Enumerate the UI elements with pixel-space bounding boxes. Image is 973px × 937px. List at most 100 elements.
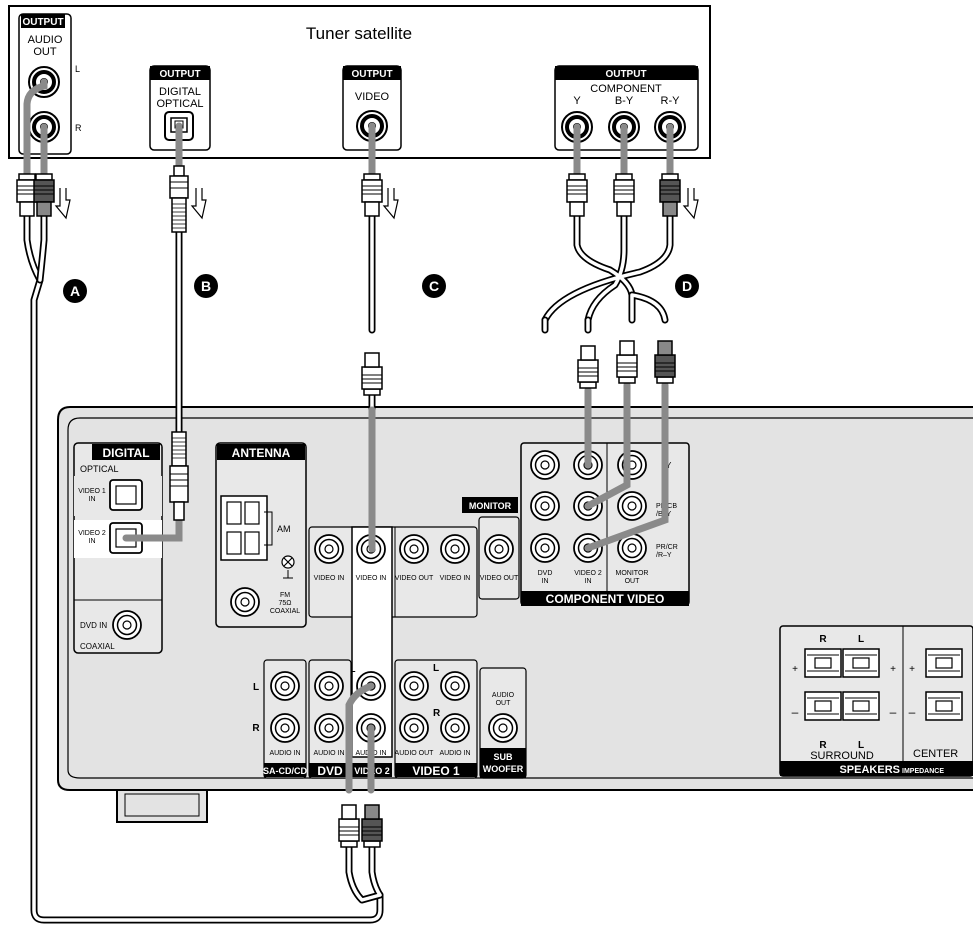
surround-l-top-label: L bbox=[858, 634, 864, 645]
comp-monitor-y-jack[interactable] bbox=[617, 450, 647, 480]
receiver-digital-section: DIGITAL OPTICAL VIDEO 1 IN VIDEO 2 IN DV… bbox=[73, 442, 163, 654]
tuner-title: Tuner satellite bbox=[306, 24, 412, 43]
video1-optical-in-jack[interactable] bbox=[109, 479, 143, 511]
surround-r-minus-terminal[interactable] bbox=[804, 691, 842, 721]
digital-optical-line2: OPTICAL bbox=[156, 98, 203, 110]
video1-audio-in-l-jack[interactable] bbox=[440, 671, 470, 701]
sacd-audio-r-jack[interactable] bbox=[270, 713, 300, 743]
surround-r-plus-terminal[interactable] bbox=[804, 648, 842, 678]
fm-antenna-jack[interactable] bbox=[230, 587, 260, 617]
surround-r-bottom-label: R bbox=[819, 740, 827, 751]
monitor-video-out-jack[interactable] bbox=[484, 534, 514, 564]
comp-monitor-out-label: MONITOR bbox=[616, 570, 649, 577]
callout-c-label: C bbox=[429, 278, 439, 294]
sub-label: SUB bbox=[493, 752, 513, 762]
dvd-video-in-jack[interactable] bbox=[314, 534, 344, 564]
center-minus: – bbox=[909, 705, 916, 719]
cable-a-audio bbox=[23, 78, 384, 924]
comp-dvd-in-label: DVD bbox=[538, 570, 553, 577]
video1-video-out-jack[interactable] bbox=[399, 534, 429, 564]
comp-pr-label: PR/CR bbox=[656, 544, 678, 551]
dvd-audio-in-label: AUDIO IN bbox=[313, 750, 344, 757]
sacd-audio-in-label: AUDIO IN bbox=[269, 750, 300, 757]
video1-r-label: R bbox=[433, 708, 441, 719]
video1-video-in-jack[interactable] bbox=[440, 534, 470, 564]
center-minus-terminal[interactable] bbox=[925, 691, 963, 721]
callout-b-label: B bbox=[201, 278, 211, 294]
audio-out-line2: OUT bbox=[33, 46, 57, 58]
callout-b: B bbox=[194, 274, 218, 298]
audio-out-line1: AUDIO bbox=[28, 34, 63, 46]
cable-c-tuner-plug bbox=[361, 173, 383, 217]
fm-label: FM bbox=[280, 592, 290, 599]
sacd-section-label: SA-CD/CD bbox=[263, 766, 307, 776]
comp-video2-in-label2: IN bbox=[585, 578, 592, 585]
video1-audio-in-label: AUDIO IN bbox=[439, 750, 470, 757]
sub-audio-label: AUDIO bbox=[492, 692, 515, 699]
ground-screw-icon bbox=[281, 555, 295, 579]
surround-plus-left: + bbox=[792, 664, 798, 675]
receiver-antenna-section: ANTENNA AM FM 75Ω COAXIAL bbox=[215, 442, 307, 628]
subwoofer-out-jack[interactable] bbox=[488, 713, 518, 743]
dvd-video-in-label: VIDEO IN bbox=[314, 575, 345, 582]
component-title: COMPONENT bbox=[590, 83, 662, 95]
component-output-label: OUTPUT bbox=[605, 69, 646, 80]
audio-output-label: OUTPUT bbox=[22, 17, 63, 28]
cable-b-arrow bbox=[191, 187, 207, 219]
receiver-component-video-section: COMPONENT VIDEO Y PB/CB /B–Y PR/CR /R–Y … bbox=[520, 442, 690, 606]
comp-dvd-pb-jack[interactable] bbox=[530, 491, 560, 521]
dvd-audio-r-jack[interactable] bbox=[314, 713, 344, 743]
center-label: CENTER bbox=[913, 748, 958, 760]
video2-in-line2: IN bbox=[89, 538, 96, 545]
video1-audio-out-label: AUDIO OUT bbox=[395, 750, 435, 757]
callout-c: C bbox=[422, 274, 446, 298]
sacd-audio-l-jack[interactable] bbox=[270, 671, 300, 701]
video1-audio-in-r-jack[interactable] bbox=[440, 713, 470, 743]
surround-l-plus-terminal[interactable] bbox=[842, 648, 880, 678]
surround-plus-right: + bbox=[890, 664, 896, 675]
comp-monitor-out-label2: OUT bbox=[625, 578, 641, 585]
surround-label: SURROUND bbox=[810, 750, 874, 762]
tuner-l-label: L bbox=[75, 64, 80, 74]
comp-y-label: Y bbox=[666, 461, 672, 470]
video1-audio-out-l-jack[interactable] bbox=[399, 671, 429, 701]
cable-a-receiver-r-plug bbox=[361, 804, 383, 848]
component-y-label: Y bbox=[573, 95, 581, 107]
dvd-audio-l-jack[interactable] bbox=[314, 671, 344, 701]
dvd-coaxial-in-jack[interactable] bbox=[112, 610, 142, 640]
cable-c-arrow bbox=[383, 187, 399, 219]
video2-l-label: L bbox=[350, 664, 356, 674]
video1-in-line1: VIDEO 1 bbox=[78, 488, 106, 495]
callout-a-label: A bbox=[70, 283, 80, 299]
comp-monitor-pb-jack[interactable] bbox=[617, 491, 647, 521]
tuner-video-group: OUTPUT VIDEO bbox=[342, 65, 402, 151]
video1-audio-out-r-jack[interactable] bbox=[399, 713, 429, 743]
fm-coaxial-label: COAXIAL bbox=[270, 608, 300, 615]
surround-l-minus-terminal[interactable] bbox=[842, 691, 880, 721]
cable-d-receiver-by-plug bbox=[616, 340, 638, 384]
center-plus: + bbox=[909, 664, 915, 675]
antenna-title: ANTENNA bbox=[232, 446, 291, 460]
cable-a-tuner-r-plug bbox=[33, 173, 55, 217]
cable-d-component bbox=[541, 123, 674, 552]
fm-ohm-label: 75Ω bbox=[278, 600, 291, 607]
cable-b-receiver-plug bbox=[169, 431, 189, 521]
monitor-video-out-label: VIDEO OUT bbox=[480, 575, 519, 582]
coaxial-label: COAXIAL bbox=[80, 642, 115, 651]
audio-l-row-label: L bbox=[253, 682, 259, 693]
dvd-in-coax-label: DVD IN bbox=[80, 621, 107, 630]
comp-dvd-pr-jack[interactable] bbox=[530, 533, 560, 563]
cable-d-tuner-ry-plug bbox=[659, 173, 681, 217]
surround-l-bottom-label: L bbox=[858, 740, 864, 751]
comp-dvd-y-jack[interactable] bbox=[530, 450, 560, 480]
cable-c-receiver-plug bbox=[361, 352, 383, 396]
video2-in-line1: VIDEO 2 bbox=[78, 530, 106, 537]
am-label: AM bbox=[277, 524, 291, 534]
am-antenna-terminal[interactable] bbox=[220, 495, 268, 561]
video1-section-label: VIDEO 1 bbox=[412, 764, 460, 778]
center-plus-terminal[interactable] bbox=[925, 648, 963, 678]
video1-video-in-label: VIDEO IN bbox=[440, 575, 471, 582]
video-jack-labels: VIDEO IN VIDEO IN VIDEO OUT VIDEO IN bbox=[314, 575, 471, 582]
comp-pr-label2: /R–Y bbox=[656, 552, 672, 559]
